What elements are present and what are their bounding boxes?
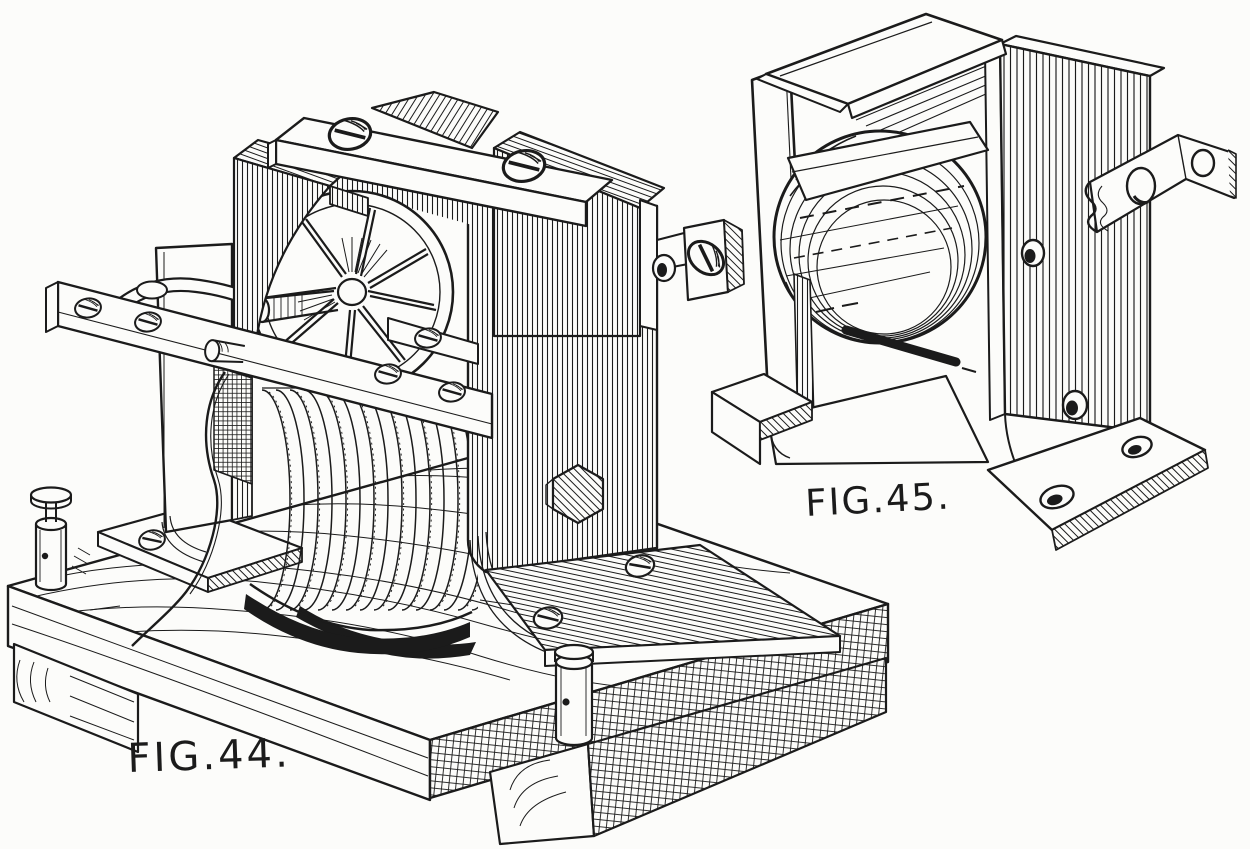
fig45-label: FIG.45. (804, 474, 952, 525)
bore-tunnel (772, 120, 990, 373)
fig45-left-foot (710, 372, 814, 466)
left-batten-foot (12, 642, 140, 754)
hex-nut (545, 463, 605, 525)
back-rail (387, 218, 745, 365)
core-slot (841, 325, 961, 367)
frame-left-foot (96, 504, 304, 593)
front-rail (45, 280, 494, 440)
fig45-field-frame-illustration (710, 12, 1237, 551)
clamp-plate (639, 199, 658, 331)
inner-pole-board (786, 120, 990, 202)
fig45-right-foot (986, 416, 1209, 551)
hub-shading (297, 237, 388, 321)
top-slab (756, 12, 1008, 120)
slab-screw-hole (1020, 238, 1046, 268)
fig44-label: FIG.44. (127, 730, 292, 782)
fig44-motor-illustration (6, 90, 890, 846)
right-binding-post (553, 643, 595, 747)
rail-pin (204, 339, 246, 363)
mounting-strap (1084, 133, 1237, 234)
mesh-panel (213, 365, 253, 485)
foot-bolt-hole (1039, 484, 1075, 510)
back-slab (984, 34, 1166, 523)
strap-break-line (1084, 181, 1098, 234)
top-bar (267, 113, 614, 228)
foot-bolt-hole (1121, 435, 1153, 459)
coil-wire (71, 371, 230, 647)
left-binding-post (29, 486, 73, 592)
right-batten-foot (488, 656, 888, 846)
slab-screw-hole (1061, 389, 1089, 421)
lower-band (766, 374, 990, 466)
top-lamination-block (370, 90, 500, 150)
